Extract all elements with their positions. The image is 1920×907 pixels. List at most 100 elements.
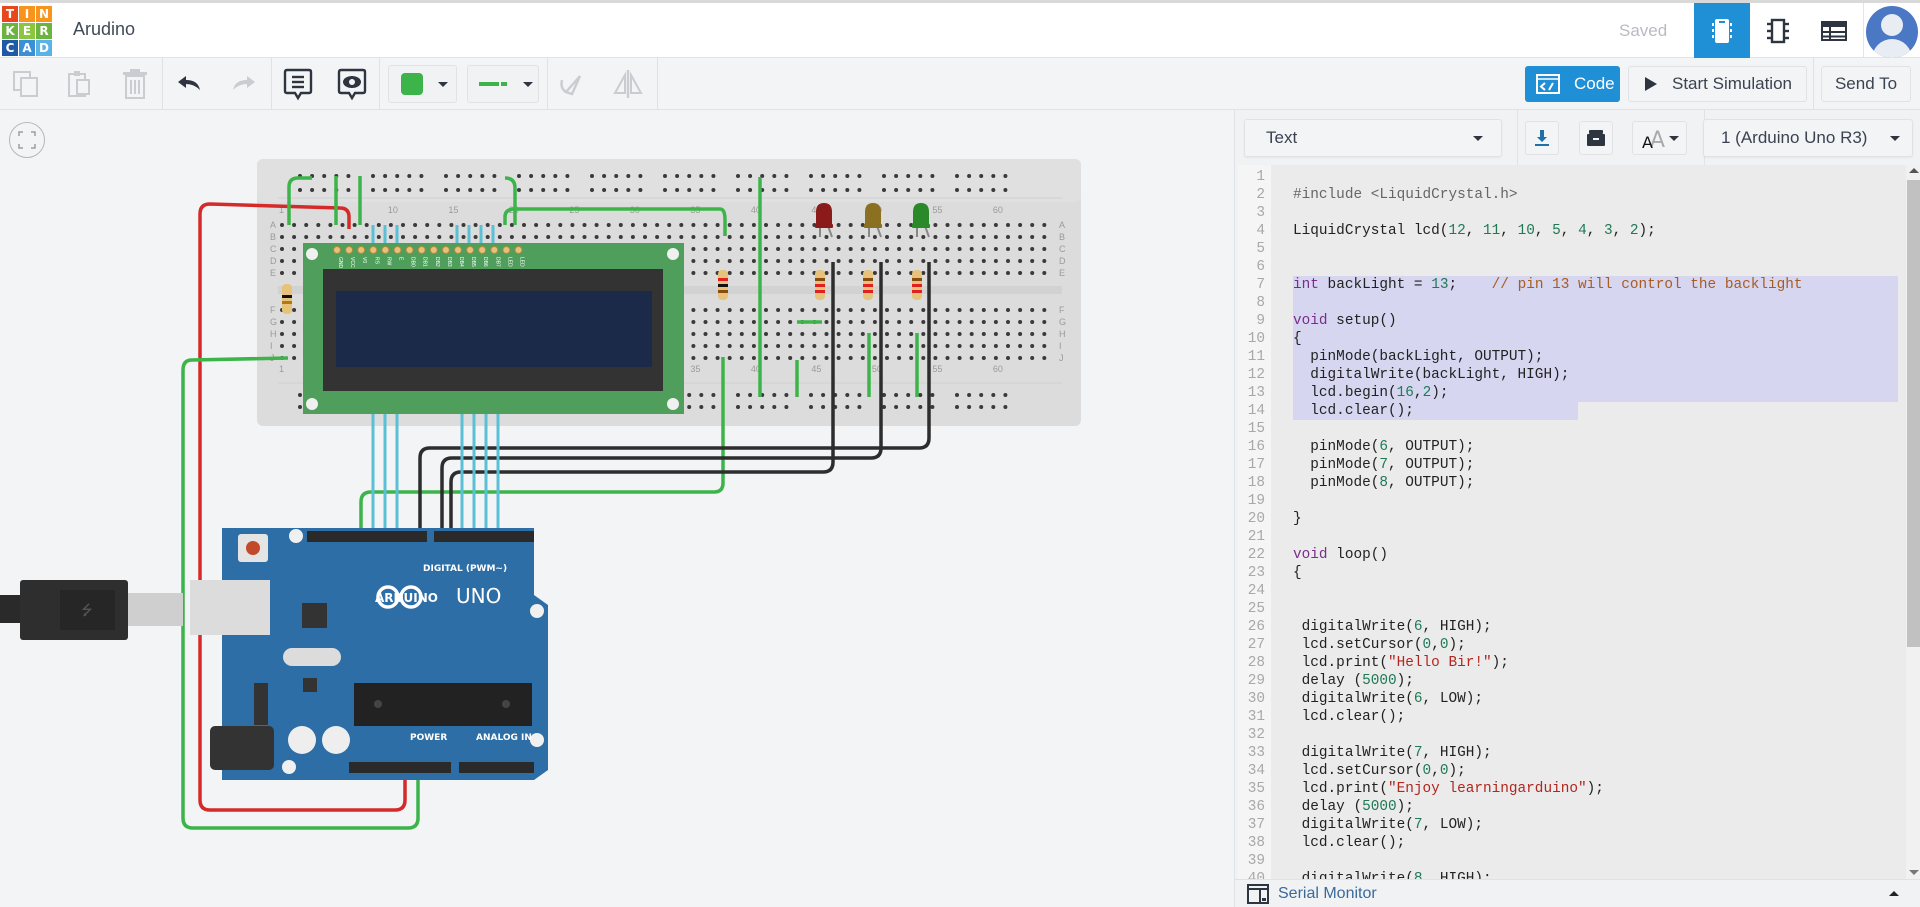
resistors[interactable]: [282, 270, 922, 314]
paste-button[interactable]: [60, 66, 100, 102]
lcd-pin[interactable]: [454, 246, 462, 254]
circuit-view-button[interactable]: [1694, 3, 1750, 58]
code-button[interactable]: Code: [1525, 66, 1620, 102]
code-line[interactable]: 12 digitalWrite(backLight, HIGH);: [1238, 366, 1906, 384]
code-line[interactable]: 32: [1238, 726, 1906, 744]
lcd-pin[interactable]: [466, 246, 475, 254]
code-line[interactable]: 18 pinMode(8, OUTPUT);: [1238, 474, 1906, 492]
wire-pin13-green[interactable]: [359, 357, 725, 540]
code-line[interactable]: 29 delay (5000);: [1238, 672, 1906, 690]
lcd-pin[interactable]: [502, 246, 511, 254]
component-list-button[interactable]: [1806, 3, 1862, 58]
code-line[interactable]: 13 lcd.begin(16,2);: [1238, 384, 1906, 402]
scroll-up-icon[interactable]: [1909, 168, 1919, 173]
code-line[interactable]: 23{: [1238, 564, 1906, 582]
code-line[interactable]: 2#include <LiquidCrystal.h>: [1238, 186, 1906, 204]
lcd-pin[interactable]: [478, 246, 487, 254]
lcd-pin[interactable]: [381, 246, 390, 254]
wire-5v-red[interactable]: [198, 202, 407, 812]
code-line[interactable]: 34 lcd.setCursor(0,0);: [1238, 762, 1906, 780]
library-button[interactable]: [1579, 121, 1613, 155]
code-line[interactable]: 39: [1238, 852, 1906, 870]
send-to-button[interactable]: Send To: [1821, 66, 1911, 102]
code-line[interactable]: 26 digitalWrite(6, HIGH);: [1238, 618, 1906, 636]
redo-button[interactable]: [223, 66, 263, 102]
schematic-view-button[interactable]: [1750, 3, 1806, 58]
led-ground-wires[interactable]: [418, 262, 931, 540]
notes-button[interactable]: [278, 66, 318, 102]
lcd-pin[interactable]: [405, 246, 414, 254]
lcd-pin[interactable]: [441, 246, 450, 254]
lcd-data-wires[interactable]: [371, 225, 500, 540]
delete-button[interactable]: [115, 66, 155, 102]
arduino-uno[interactable]: ARDUINO UNO DIGITAL (PWM~) POWER ANALOG …: [190, 528, 548, 780]
code-line[interactable]: 25: [1238, 600, 1906, 618]
scroll-down-icon[interactable]: [1909, 870, 1919, 875]
wire-color-dropdown[interactable]: [388, 65, 457, 103]
lcd-pin[interactable]: [345, 246, 354, 254]
code-line[interactable]: 38 lcd.clear();: [1238, 834, 1906, 852]
lcd-pin[interactable]: [333, 246, 341, 254]
copy-button[interactable]: [6, 66, 46, 102]
lcd-pin[interactable]: [429, 246, 438, 254]
device-select[interactable]: 1 (Arduino Uno R3): [1703, 119, 1913, 157]
serial-monitor-bar[interactable]: Serial Monitor: [1235, 879, 1920, 907]
code-line[interactable]: 24: [1238, 582, 1906, 600]
wire-gnd-green[interactable]: [181, 356, 420, 830]
code-line[interactable]: 28 lcd.print("Hello Bir!");: [1238, 654, 1906, 672]
code-line[interactable]: 11 pinMode(backLight, OUTPUT);: [1238, 348, 1906, 366]
code-line[interactable]: 8: [1238, 294, 1906, 312]
code-scrollbar[interactable]: [1906, 165, 1920, 879]
rotate-button[interactable]: [552, 66, 592, 102]
code-line[interactable]: 30 digitalWrite(6, LOW);: [1238, 690, 1906, 708]
code-line[interactable]: 5: [1238, 240, 1906, 258]
circuit-canvas[interactable]: 1110101515202025253030353540404545505055…: [0, 110, 1234, 907]
lcd-pin[interactable]: [490, 246, 499, 254]
code-line[interactable]: 17 pinMode(7, OUTPUT);: [1238, 456, 1906, 474]
code-line[interactable]: 3: [1238, 204, 1906, 222]
code-line[interactable]: 40 digitalWrite(8, HIGH);: [1238, 870, 1906, 879]
code-mode-select[interactable]: Text: [1244, 119, 1502, 157]
code-line[interactable]: 6: [1238, 258, 1906, 276]
code-line[interactable]: 14 lcd.clear();: [1238, 402, 1906, 420]
notes-visibility-button[interactable]: [332, 66, 372, 102]
red-led[interactable]: [815, 203, 833, 238]
code-line[interactable]: 10{: [1238, 330, 1906, 348]
yellow-led[interactable]: [864, 203, 882, 238]
leds[interactable]: [815, 203, 930, 238]
code-line[interactable]: 27 lcd.setCursor(0,0);: [1238, 636, 1906, 654]
lcd-pin[interactable]: [393, 246, 402, 254]
code-line[interactable]: 15: [1238, 420, 1906, 438]
green-jumpers[interactable]: [287, 176, 919, 397]
download-code-button[interactable]: [1525, 121, 1559, 155]
wire-type-dropdown[interactable]: [467, 65, 539, 103]
flip-button[interactable]: [608, 66, 648, 102]
start-simulation-button[interactable]: Start Simulation: [1628, 66, 1807, 102]
code-line[interactable]: 37 digitalWrite(7, LOW);: [1238, 816, 1906, 834]
expand-up-icon[interactable]: [1889, 891, 1899, 896]
code-line[interactable]: 1: [1238, 168, 1906, 186]
code-line[interactable]: 35 lcd.print("Enjoy learningarduino");: [1238, 780, 1906, 798]
lcd-pin[interactable]: [417, 246, 426, 254]
code-line[interactable]: 16 pinMode(6, OUTPUT);: [1238, 438, 1906, 456]
code-line[interactable]: 21: [1238, 528, 1906, 546]
code-line[interactable]: 20}: [1238, 510, 1906, 528]
scrollbar-thumb[interactable]: [1907, 180, 1920, 647]
code-line[interactable]: 36 delay (5000);: [1238, 798, 1906, 816]
code-line[interactable]: 19: [1238, 492, 1906, 510]
lcd-pin[interactable]: [514, 246, 523, 254]
lcd-pin[interactable]: [369, 246, 378, 254]
fit-view-button[interactable]: [9, 122, 45, 158]
undo-button[interactable]: [170, 66, 210, 102]
green-led[interactable]: [912, 203, 930, 238]
code-line[interactable]: 33 digitalWrite(7, HIGH);: [1238, 744, 1906, 762]
code-line[interactable]: 31 lcd.clear();: [1238, 708, 1906, 726]
user-avatar-icon[interactable]: [1866, 6, 1918, 58]
